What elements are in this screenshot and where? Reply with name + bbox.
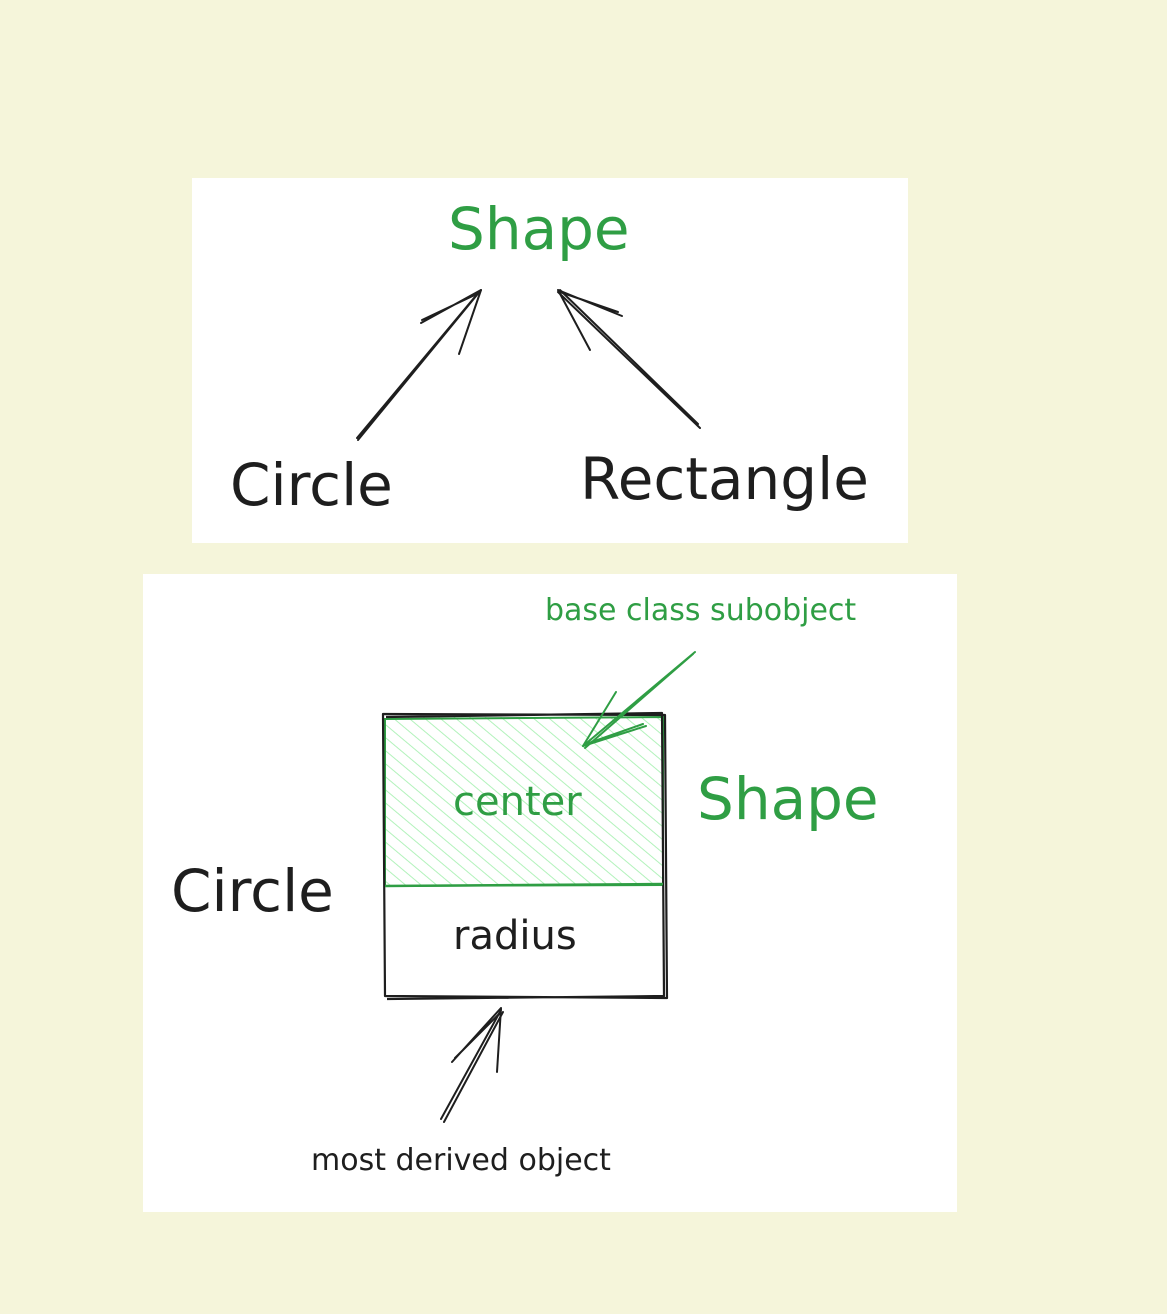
arrow-circle-to-shape [356, 289, 482, 441]
arrow-rectangle-head [557, 289, 623, 351]
base-annotation-label: base class subobject [545, 593, 857, 628]
rectangle-label: Rectangle [580, 445, 869, 513]
center-field-label: center [453, 779, 582, 825]
base-subobject-region [385, 717, 663, 885]
arrow-derived-annotation [440, 1009, 504, 1123]
object-layout-panel: base class subobject center Shape Circle… [143, 574, 957, 1212]
inheritance-arrows [356, 289, 701, 441]
radius-field-label: radius [453, 913, 577, 959]
arrow-derived-head [451, 1007, 502, 1073]
arrow-base-annotation [582, 651, 696, 749]
shape-subobject-label: Shape [697, 765, 879, 833]
circle-object-label: Circle [171, 857, 334, 925]
inheritance-diagram-panel: Shape Circle Rectangle [192, 178, 908, 543]
circle-label: Circle [230, 451, 393, 519]
arrow-base-head [582, 691, 647, 747]
field-divider [384, 882, 664, 888]
shape-label: Shape [448, 195, 630, 263]
derived-annotation-label: most derived object [311, 1143, 611, 1178]
arrow-rectangle-to-shape [557, 289, 701, 429]
object-box-border [381, 711, 669, 1001]
object-layout-drawing [381, 651, 696, 1123]
arrow-circle-head [420, 289, 482, 355]
